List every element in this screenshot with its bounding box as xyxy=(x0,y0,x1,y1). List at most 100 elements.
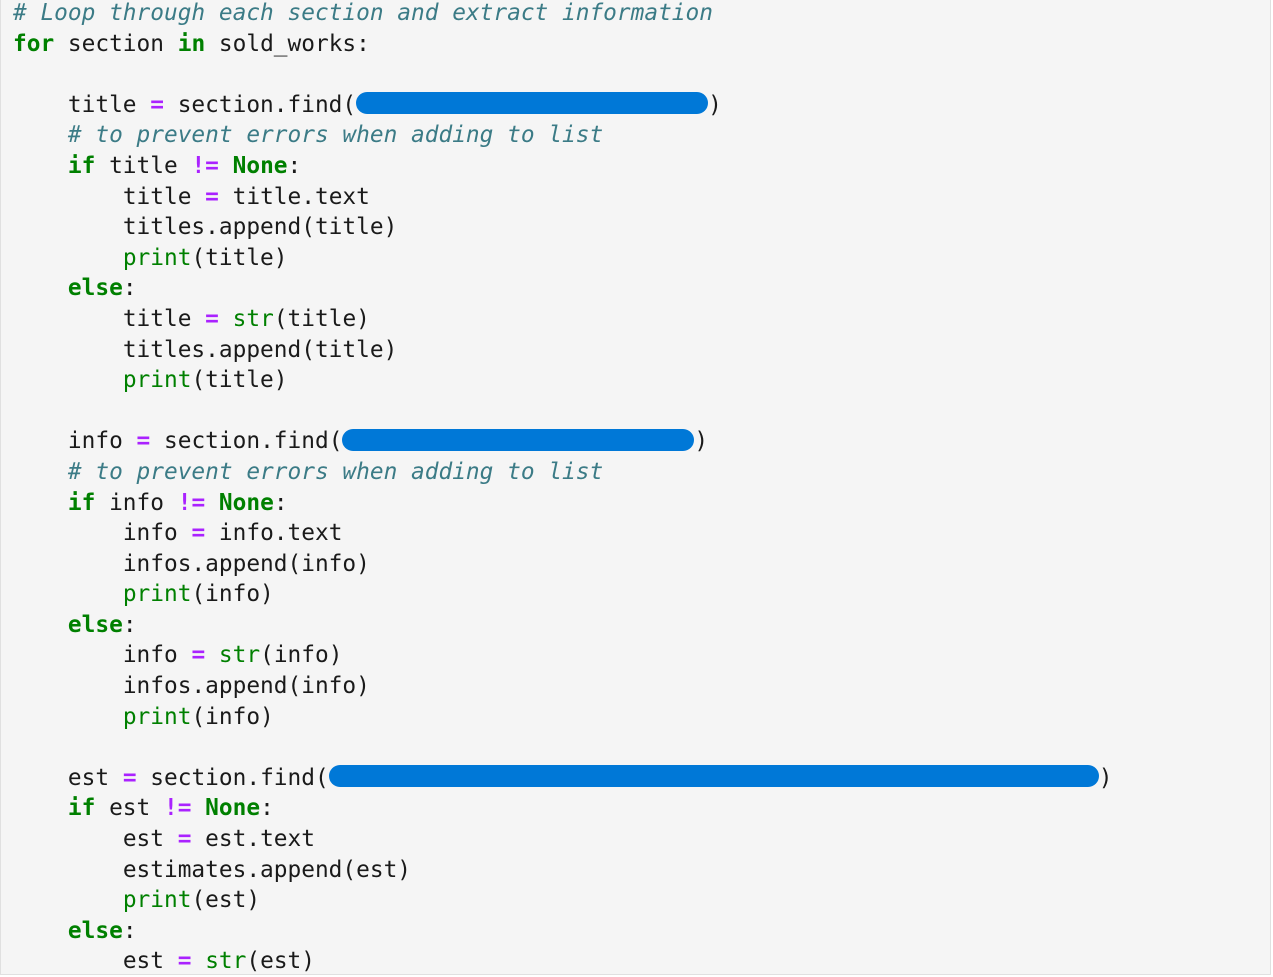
keyword-if: if xyxy=(67,489,96,516)
indent xyxy=(13,275,68,301)
assign-value: info.text xyxy=(205,520,343,547)
code-line-29: estimates.append(est) xyxy=(13,855,1112,886)
assign-target: est xyxy=(122,948,178,975)
keyword-none: None xyxy=(205,795,261,822)
find-call: section.find( xyxy=(136,764,329,791)
find-call: section.find( xyxy=(163,91,357,118)
code-line-19: infos.append(info) xyxy=(13,549,1112,580)
indent xyxy=(13,887,123,913)
assign-target: est xyxy=(122,826,178,853)
code-line-26: est = section.find() xyxy=(13,763,1113,794)
indent xyxy=(13,948,123,974)
keyword-else: else xyxy=(67,917,123,944)
append-call: infos.append(info) xyxy=(122,673,370,700)
builtin-str: str xyxy=(218,642,261,669)
colon: : xyxy=(122,275,137,302)
condition-variable: title xyxy=(95,152,192,179)
builtin-print: print xyxy=(122,244,192,271)
code-line-12: titles.append(title) xyxy=(13,335,1112,366)
code-line-14-blank xyxy=(13,396,1112,427)
indent xyxy=(13,673,123,699)
comment: # Loop through each section and extract … xyxy=(13,0,713,26)
assign-target: info xyxy=(122,642,192,669)
assign-value: est.text xyxy=(191,826,315,853)
code-line-21: else: xyxy=(13,610,1112,641)
indent xyxy=(13,704,123,730)
indent xyxy=(13,581,123,607)
indent xyxy=(13,490,68,516)
call-args: (info) xyxy=(260,642,343,669)
assign-operator: = xyxy=(177,826,192,853)
code-line-20: print(info) xyxy=(13,579,1112,610)
comment: # to prevent errors when adding to list xyxy=(13,122,604,149)
code-line-9: print(title) xyxy=(13,243,1112,274)
close-paren: ) xyxy=(708,91,722,118)
assign-operator: = xyxy=(177,948,192,975)
keyword-none: None xyxy=(232,152,288,179)
condition-variable: info xyxy=(95,489,178,516)
call-args: (title) xyxy=(191,367,288,394)
assign-operator: = xyxy=(136,428,151,455)
code-line-18: info = info.text xyxy=(13,518,1112,549)
assign-target: title xyxy=(122,305,206,332)
loop-variable: section xyxy=(54,30,178,57)
code-line-15: info = section.find() xyxy=(13,426,1112,457)
assign-operator: = xyxy=(205,183,219,210)
comment: # to prevent errors when adding to list xyxy=(13,458,604,485)
code-line-23: infos.append(info) xyxy=(13,671,1112,702)
indent xyxy=(13,337,123,363)
code-line-22: info = str(info) xyxy=(13,640,1112,671)
assign-target: title xyxy=(122,183,206,210)
code-line-4: title = section.find() xyxy=(13,90,1112,121)
call-args: (est) xyxy=(246,948,315,975)
indent xyxy=(13,795,68,821)
assign-operator: = xyxy=(205,305,219,332)
code-line-10: else: xyxy=(13,273,1112,304)
code-line-30: print(est) xyxy=(13,885,1112,916)
colon: : xyxy=(273,489,288,516)
colon: : xyxy=(287,152,302,179)
append-call: titles.append(title) xyxy=(122,214,398,241)
code-line-5: # to prevent errors when adding to list xyxy=(13,120,1112,151)
indent xyxy=(13,184,123,210)
condition-variable: est xyxy=(95,795,164,822)
builtin-str: str xyxy=(232,305,274,332)
colon: : xyxy=(260,795,274,822)
call-args: (info) xyxy=(191,703,274,730)
code-line-16: # to prevent errors when adding to list xyxy=(13,457,1112,488)
indent xyxy=(13,214,123,240)
code-line-2: for section in sold_works: xyxy=(13,29,1112,60)
keyword-if: if xyxy=(67,795,96,822)
assign-operator: = xyxy=(150,91,164,118)
title-variable: title xyxy=(13,91,151,118)
assign-target: info xyxy=(122,520,192,547)
indent xyxy=(13,551,123,577)
keyword-if: if xyxy=(67,152,96,179)
append-call: infos.append(info) xyxy=(122,550,370,577)
code-line-27: if est != None: xyxy=(13,793,1112,824)
call-args: (title) xyxy=(191,244,288,271)
info-variable: info xyxy=(13,428,137,455)
indent xyxy=(13,857,123,883)
code-line-11: title = str(title) xyxy=(13,304,1112,335)
code-line-1: # Loop through each section and extract … xyxy=(13,0,1112,29)
append-call: titles.append(title) xyxy=(122,336,398,363)
close-paren: ) xyxy=(694,428,709,455)
code-line-28: est = est.text xyxy=(13,824,1112,855)
indent xyxy=(13,367,123,393)
code-editor[interactable]: # Loop through each section and extract … xyxy=(13,0,1112,977)
builtin-print: print xyxy=(122,367,192,394)
code-line-25-blank xyxy=(13,732,1112,763)
assign-value: title.text xyxy=(218,183,370,210)
builtin-print: print xyxy=(122,581,192,608)
est-variable: est xyxy=(13,764,123,791)
keyword-in: in xyxy=(177,30,206,57)
indent xyxy=(13,245,123,271)
code-line-13: print(title) xyxy=(13,365,1112,396)
code-line-32: est = str(est) xyxy=(13,946,1112,977)
loop-iterable: sold_works: xyxy=(205,30,370,57)
code-line-7: title = title.text xyxy=(13,182,1112,213)
redaction-mark xyxy=(328,765,1099,788)
neq-operator: != xyxy=(177,489,206,516)
